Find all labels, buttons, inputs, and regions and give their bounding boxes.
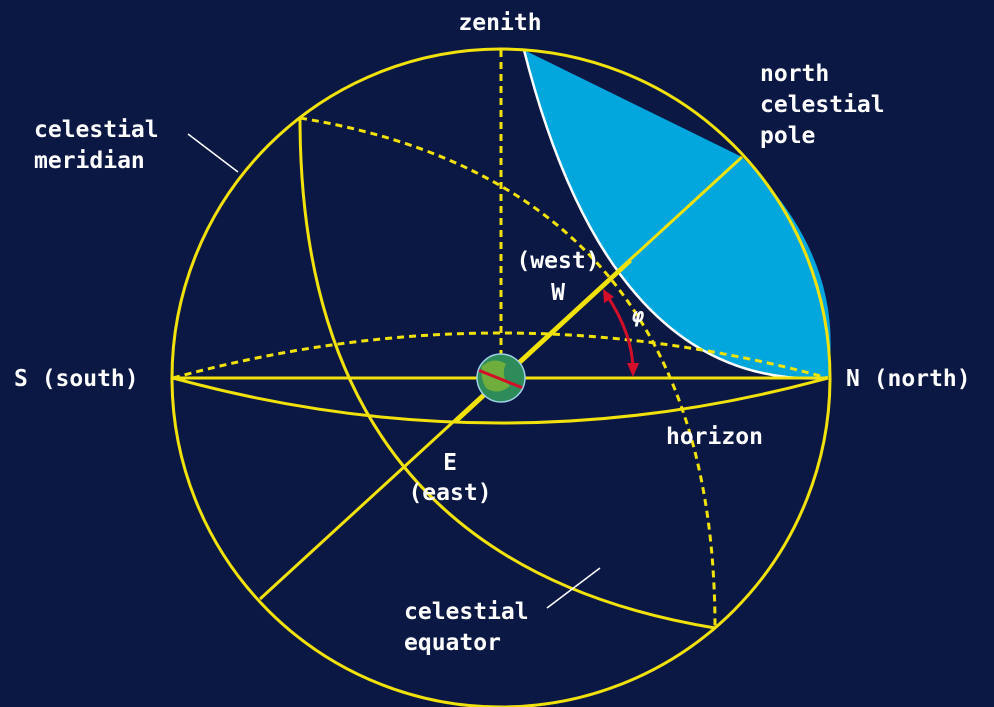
latitude-arrow — [603, 289, 639, 377]
north-celestial-pole-cap — [524, 50, 831, 379]
pole-cap-edge — [522, 49, 829, 380]
north-celestial-pole-label-3: pole — [760, 123, 815, 149]
east-label: E — [443, 450, 457, 476]
celestial-meridian-label-1: celestial — [34, 117, 159, 143]
latitude-symbol: φ — [631, 303, 645, 327]
zenith-label: zenith — [458, 10, 541, 36]
horizon-front — [172, 376, 829, 425]
celestial-equator-front — [298, 117, 716, 630]
celestial-equator-label-1: celestial — [404, 599, 529, 625]
west-paren-label: (west) — [516, 248, 599, 274]
celestial-equator-leader — [546, 567, 601, 609]
east-paren-label: (east) — [408, 480, 491, 506]
north-celestial-pole-label-2: celestial — [760, 92, 885, 118]
north-celestial-pole-label-1: north — [760, 61, 829, 87]
west-label: W — [551, 280, 565, 306]
celestial-equator-label-2: equator — [404, 630, 501, 656]
north-label: N (north) — [846, 366, 971, 392]
south-label: S (south) — [14, 366, 139, 392]
earth-globe-icon — [476, 353, 526, 403]
horizon-label: horizon — [666, 424, 763, 450]
celestial-meridian-leader — [187, 133, 239, 173]
celestial-meridian-label-2: meridian — [34, 148, 145, 174]
celestial-meridian-circle — [170, 47, 832, 707]
horizon-back — [172, 331, 829, 380]
celestial-equator-back — [299, 116, 717, 629]
